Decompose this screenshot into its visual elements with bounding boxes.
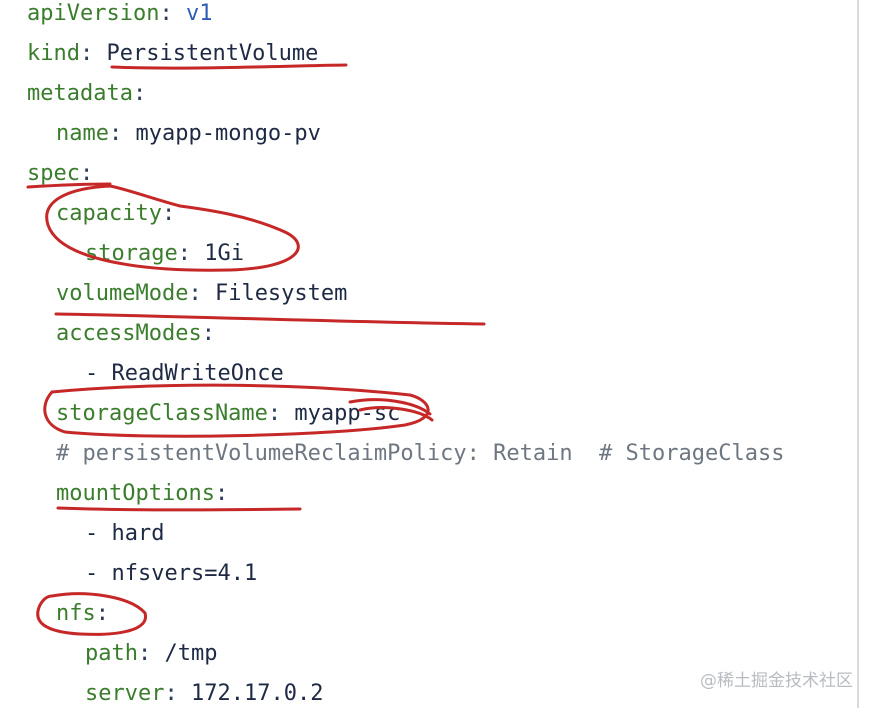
yaml-separator: : [177, 241, 205, 266]
code-line: - ReadWriteOnce [85, 360, 284, 400]
yaml-value: /tmp [164, 641, 218, 666]
yaml-separator: : [79, 41, 107, 66]
code-line: capacity: [56, 200, 175, 240]
yaml-list-dash: - [85, 521, 112, 546]
yaml-key: spec [27, 161, 80, 186]
yaml-key: server [85, 681, 165, 706]
yaml-list-dash: - [85, 361, 112, 386]
yaml-comment: # persistentVolumeReclaimPolicy: Retain … [56, 441, 785, 466]
yaml-key: path [85, 641, 138, 666]
code-line: mountOptions: [56, 480, 228, 520]
yaml-value: myapp-sc [294, 401, 401, 426]
code-line: metadata: [27, 80, 146, 120]
yaml-separator: : [161, 201, 176, 226]
circle-storage-class [43, 383, 430, 438]
code-line: apiVersion: v1 [27, 0, 212, 40]
yaml-value: PersistentVolume [106, 41, 319, 66]
code-line: storageClassName: myapp-sc [56, 400, 400, 440]
yaml-separator: : [137, 641, 165, 666]
yaml-key: apiVersion [27, 1, 160, 26]
circle-nfs [36, 592, 147, 636]
scribble-storage-class [348, 398, 434, 422]
yaml-value: nfsvers=4.1 [111, 561, 258, 586]
code-line: server: 172.17.0.2 [85, 680, 323, 720]
code-line: path: /tmp [85, 640, 217, 680]
yaml-value: hard [111, 521, 165, 546]
code-editor: apiVersion: v1 kind: PersistentVolume me… [27, 0, 857, 708]
yaml-key: storage [85, 241, 178, 266]
yaml-key: storageClassName [56, 401, 268, 426]
underline-mount-options [56, 506, 302, 512]
code-line: kind: PersistentVolume [27, 40, 318, 80]
yaml-value: v1 [185, 1, 213, 26]
yaml-separator: : [214, 481, 229, 506]
code-line: nfs: [56, 600, 109, 640]
yaml-separator: : [267, 401, 295, 426]
yaml-key: name [56, 121, 109, 146]
code-line: - nfsvers=4.1 [85, 560, 257, 600]
yaml-separator: : [201, 321, 215, 346]
yaml-list-dash: - [85, 561, 112, 586]
yaml-separator: : [164, 681, 191, 706]
yaml-separator: : [159, 1, 186, 26]
underline-kind-value [110, 63, 348, 70]
code-line: # persistentVolumeReclaimPolicy: Retain … [56, 440, 784, 480]
underline-volume-mode [54, 312, 486, 326]
editor-right-border [857, 0, 859, 708]
code-line: spec: [27, 160, 93, 200]
yaml-value: 1Gi [204, 241, 244, 266]
yaml-separator: : [132, 81, 147, 106]
watermark-text: @稀土掘金技术社区 [700, 671, 853, 691]
yaml-separator: : [108, 121, 136, 146]
yaml-value: 172.17.0.2 [190, 681, 324, 706]
yaml-key: mountOptions [56, 481, 215, 506]
code-line: storage: 1Gi [85, 240, 244, 280]
circle-capacity [45, 184, 300, 272]
code-line: volumeMode: Filesystem [56, 280, 347, 320]
yaml-key: volumeMode [56, 281, 189, 306]
yaml-separator: : [95, 601, 109, 626]
code-line: accessModes: [56, 320, 215, 360]
yaml-key: accessModes [56, 321, 202, 346]
underline-spec [26, 182, 112, 189]
code-line: name: myapp-mongo-pv [27, 120, 321, 160]
yaml-value: Filesystem [214, 281, 348, 306]
yaml-separator: : [79, 161, 94, 186]
yaml-separator: : [188, 281, 215, 306]
yaml-key: capacity [56, 201, 162, 226]
yaml-key: kind [27, 41, 80, 66]
yaml-key: metadata [27, 81, 133, 106]
code-line: - hard [85, 520, 164, 560]
yaml-value: myapp-mongo-pv [135, 121, 321, 146]
yaml-value: ReadWriteOnce [111, 361, 284, 386]
yaml-key: nfs [56, 601, 96, 626]
